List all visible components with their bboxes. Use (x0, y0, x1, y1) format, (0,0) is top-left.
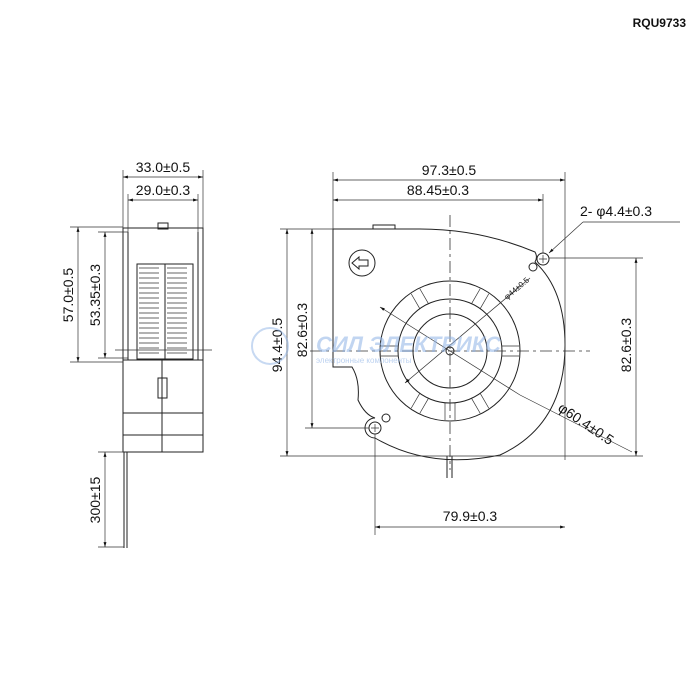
part-number: RQU9733 (632, 16, 686, 30)
dim-height-holes-left: 82.6±0.3 (294, 303, 310, 358)
grille (136, 263, 194, 360)
housing-rib (480, 293, 490, 309)
watermark-tagline: электронные компоненты (316, 356, 412, 365)
dim-width-total: 97.3±0.5 (422, 162, 477, 178)
watermark: СИЛ ЭЛЕКТРИКС электронные компоненты (251, 327, 502, 365)
dim-width-outer: 33.0±0.5 (136, 159, 191, 175)
dim-height-outer: 57.0±0.5 (60, 268, 76, 323)
dim-bottom-span: 79.9±0.3 (443, 508, 498, 524)
housing-rib (471, 398, 481, 414)
dim-width-holes: 88.45±0.3 (407, 182, 469, 198)
dim-height-holes-right: 82.6±0.3 (618, 318, 634, 373)
dim-wire-length: 300±15 (87, 476, 103, 523)
housing-rib (480, 393, 490, 409)
housing-rib (419, 288, 429, 304)
housing-rib (410, 393, 420, 409)
housing-rib (419, 398, 429, 414)
dim-mounting-holes: 2- φ4.4±0.3 (580, 203, 652, 219)
dim-width-inner: 29.0±0.3 (136, 182, 191, 198)
dim-height-inner: 53.35±0.3 (87, 264, 103, 326)
dim-inlet-diameter: φ44±0.5 (503, 275, 532, 301)
watermark-brand: СИЛ ЭЛЕКТРИКС (316, 332, 502, 357)
side-view: 33.0±0.5 29.0±0.3 57.0±0.5 53.35±0.3 300… (60, 159, 212, 548)
dim-outer-diameter: φ60.4±0.5 (555, 399, 617, 448)
housing-rib (410, 293, 420, 309)
housing-rib (471, 288, 481, 304)
